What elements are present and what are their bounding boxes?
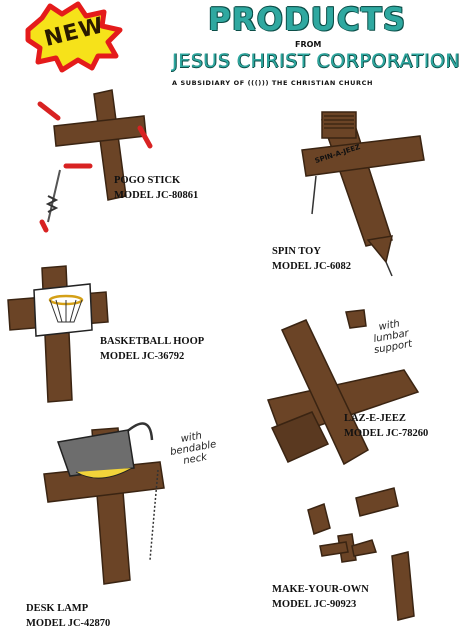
product-desk-lamp: DESK LAMP MODEL JC-42870: [26, 601, 110, 631]
product-name: BASKETBALL HOOP: [100, 336, 205, 347]
basketball-hoop-cross: [7, 265, 109, 403]
page-title: PRODUCTS: [208, 2, 407, 38]
laz-e-jeez-cross: [266, 309, 420, 466]
product-model: MODEL JC-6082: [272, 261, 352, 272]
product-name: LAZ-E-JEEZ: [344, 413, 406, 424]
product-model: MODEL JC-42870: [26, 618, 111, 629]
product-model: MODEL JC-90923: [272, 599, 357, 610]
product-name: DESK LAMP: [26, 603, 89, 614]
product-model: MODEL JC-36792: [100, 351, 185, 362]
product-laz-e-jeez: LAZ-E-JEEZ MODEL JC-78260: [344, 411, 428, 441]
spin-toy-cross: [301, 111, 425, 277]
product-name: MAKE-YOUR-OWN: [272, 584, 369, 595]
subsidiary-line: A SUBSIDIARY OF ((())) THE CHRISTIAN CHU…: [172, 79, 374, 87]
product-basketball-hoop: BASKETBALL HOOP MODEL JC-36792: [100, 334, 204, 364]
product-model: MODEL JC-80861: [114, 190, 199, 201]
product-spin-toy: SPIN TOY MODEL JC-6082: [272, 244, 351, 274]
make-your-own-pieces: [307, 487, 415, 621]
lumbar-note: with lumbar support: [369, 317, 413, 356]
product-make-your-own: MAKE-YOUR-OWN MODEL JC-90923: [272, 582, 369, 612]
from-label: FROM: [295, 40, 322, 49]
pogo-stick-cross: [37, 89, 153, 233]
product-model: MODEL JC-78260: [344, 428, 429, 439]
new-starburst: [25, 1, 123, 73]
product-pogo-stick: POGO STICK MODEL JC-80861: [114, 173, 198, 203]
desk-lamp-cross: [43, 422, 165, 585]
company-name: JESUS CHRIST CORPORATION: [172, 50, 460, 72]
product-name: SPIN TOY: [272, 246, 321, 257]
product-name: POGO STICK: [114, 175, 181, 186]
